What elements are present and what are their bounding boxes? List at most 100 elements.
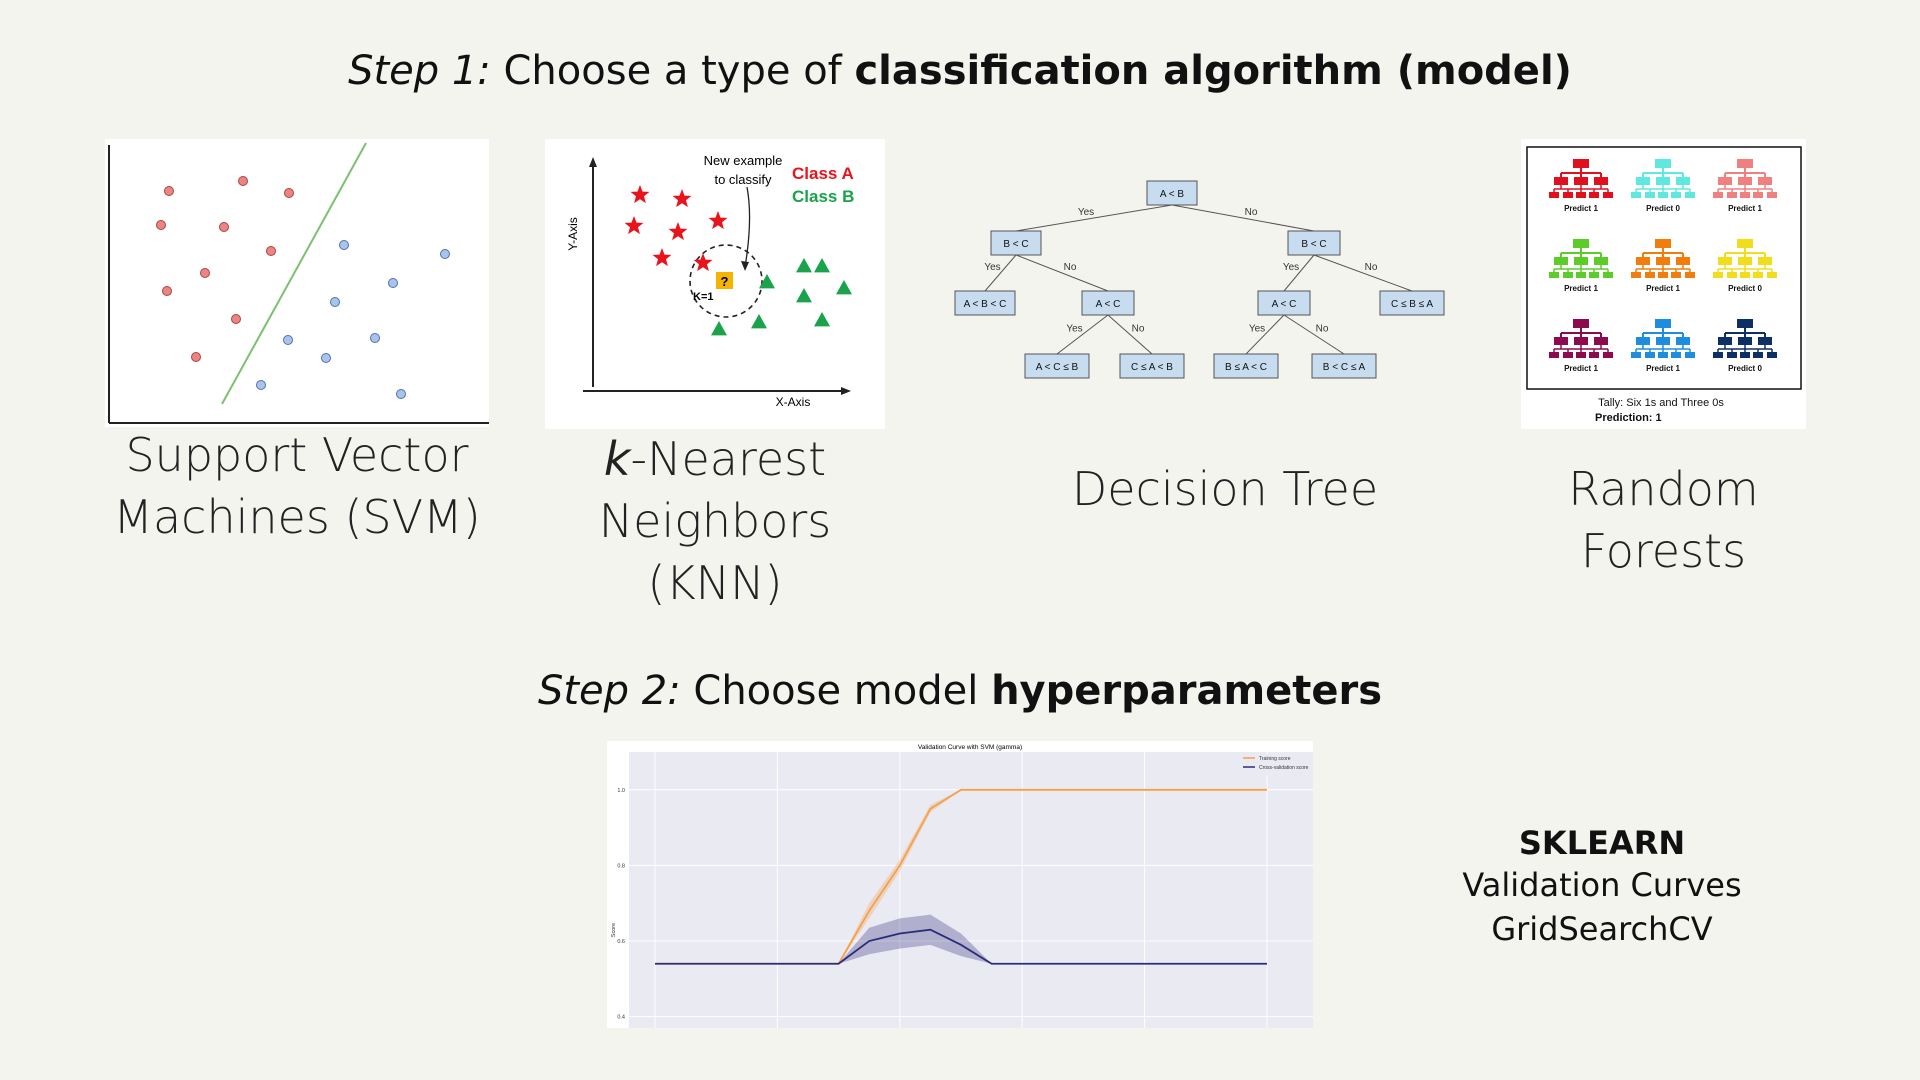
tree-caption: Decision Tree (1030, 458, 1420, 520)
forest-tree-leaf (1727, 352, 1737, 358)
forest-tree-leaf (1645, 272, 1655, 278)
knn-class-b-triangle (759, 274, 775, 289)
forest-tree-leaf (1603, 352, 1613, 358)
tree-edge (1107, 314, 1153, 355)
forest-tree-prediction: Predict 1 (1646, 364, 1680, 373)
forest-tree-leaf (1753, 192, 1763, 198)
tree-edge (1015, 254, 1109, 292)
step1-bold: classification algorithm (model) (854, 48, 1572, 94)
svm-point-class-a (266, 246, 276, 256)
knn-class-a-label: Class A (792, 164, 854, 183)
svm-point-class-b (440, 249, 450, 259)
forest-tree-leaf (1767, 352, 1777, 358)
forest-tree-leaf (1740, 352, 1750, 358)
tree-edge (1283, 314, 1345, 355)
forest-tree-leaf (1576, 272, 1586, 278)
forest-tree (1713, 319, 1777, 358)
sklearn-gridsearchcv: GridSearchCV (1491, 910, 1713, 948)
forest-tree-root (1655, 159, 1671, 168)
chart-y-tick-label: 0.8 (617, 863, 625, 869)
tree-node-box (1024, 353, 1090, 379)
chart-legend-label: Cross-validation score (1259, 765, 1309, 771)
forest-tree-leaf (1589, 192, 1599, 198)
forest-tree-leaf (1645, 352, 1655, 358)
knn-new-example-label: New example (704, 153, 783, 168)
knn-class-a-star (672, 189, 692, 208)
forest-tree-leaf (1603, 192, 1613, 198)
sklearn-validation-curves: Validation Curves (1462, 866, 1742, 904)
step2-prefix: Step 2: (537, 668, 681, 714)
svm-panel (105, 139, 489, 427)
knn-class-a-star (693, 253, 713, 272)
forest-tree-node (1554, 337, 1568, 345)
forest-tree-node (1676, 177, 1690, 185)
tree-node-box (1119, 353, 1185, 379)
chart-y-tick-label: 0.6 (617, 939, 625, 945)
forest-tree-node (1656, 337, 1670, 345)
forest-tree-node (1594, 177, 1608, 185)
forest-tree-leaf (1576, 352, 1586, 358)
knn-class-a-star (630, 185, 650, 204)
forest-tree-leaf (1549, 272, 1559, 278)
forest-caption-line1: Random (1568, 462, 1759, 516)
forest-tree-node (1758, 257, 1772, 265)
knn-pointer-head (741, 261, 749, 271)
forest-tree-root (1655, 239, 1671, 248)
forest-tree-leaf (1658, 352, 1668, 358)
forest-tree-leaf (1645, 192, 1655, 198)
tree-edge (1056, 314, 1109, 355)
tree-edge (1171, 204, 1315, 232)
svm-point-class-a (238, 176, 248, 186)
forest-tree-leaf (1671, 192, 1681, 198)
tree-edge-no-label: No (1316, 324, 1329, 335)
knn-class-a-star (652, 248, 672, 267)
tree-edge-yes-label: Yes (1283, 262, 1299, 273)
step1-heading: Step 1: Choose a type of classification … (0, 48, 1920, 94)
knn-x-arrow (841, 387, 851, 395)
step2-bold: hyperparameters (991, 668, 1383, 714)
chart-series-band (655, 914, 1267, 964)
knn-class-b-triangle (796, 288, 812, 303)
forest-tree-leaf (1740, 272, 1750, 278)
tree-edge-yes-label: Yes (1078, 207, 1094, 218)
svm-point-class-b (321, 353, 331, 363)
knn-class-b-triangle (796, 258, 812, 273)
knn-caption: k-Nearest Neighbors (KNN) (530, 428, 900, 614)
tree-edge-yes-label: Yes (984, 262, 1000, 273)
knn-pointer-arrow (744, 186, 751, 268)
svm-point-class-b (330, 297, 340, 307)
forest-tree (1631, 239, 1695, 278)
forest-tree-leaf (1563, 272, 1573, 278)
knn-y-axis-label: Y-Axis (566, 217, 580, 251)
forest-tree (1549, 159, 1613, 198)
forest-tree-leaf (1767, 192, 1777, 198)
knn-y-arrow (589, 157, 597, 167)
forest-tree-node (1574, 337, 1588, 345)
knn-to-classify-label: to classify (714, 172, 772, 187)
forest-tree-node (1738, 337, 1752, 345)
forest-tree-node (1636, 257, 1650, 265)
knn-class-b-triangle (814, 258, 830, 273)
forest-tree-leaf (1727, 272, 1737, 278)
sklearn-title: SKLEARN (1518, 824, 1686, 862)
tree-node-box (1379, 290, 1445, 316)
chart-y-axis-label: Score (611, 923, 617, 937)
forest-tree-node (1718, 257, 1732, 265)
forest-tree-leaf (1753, 352, 1763, 358)
svm-point-class-b (256, 380, 266, 390)
svm-point-class-a (164, 186, 174, 196)
knn-query-mark: ? (721, 274, 729, 289)
forest-tree-node (1636, 337, 1650, 345)
svm-plot (108, 142, 489, 424)
forest-tree-leaf (1753, 272, 1763, 278)
forest-tree-leaf (1658, 272, 1668, 278)
forest-tree-node (1574, 177, 1588, 185)
forest-tree-root (1573, 319, 1589, 328)
tree-node-box (1287, 230, 1341, 256)
forest-tree-prediction: Predict 1 (1564, 284, 1598, 293)
